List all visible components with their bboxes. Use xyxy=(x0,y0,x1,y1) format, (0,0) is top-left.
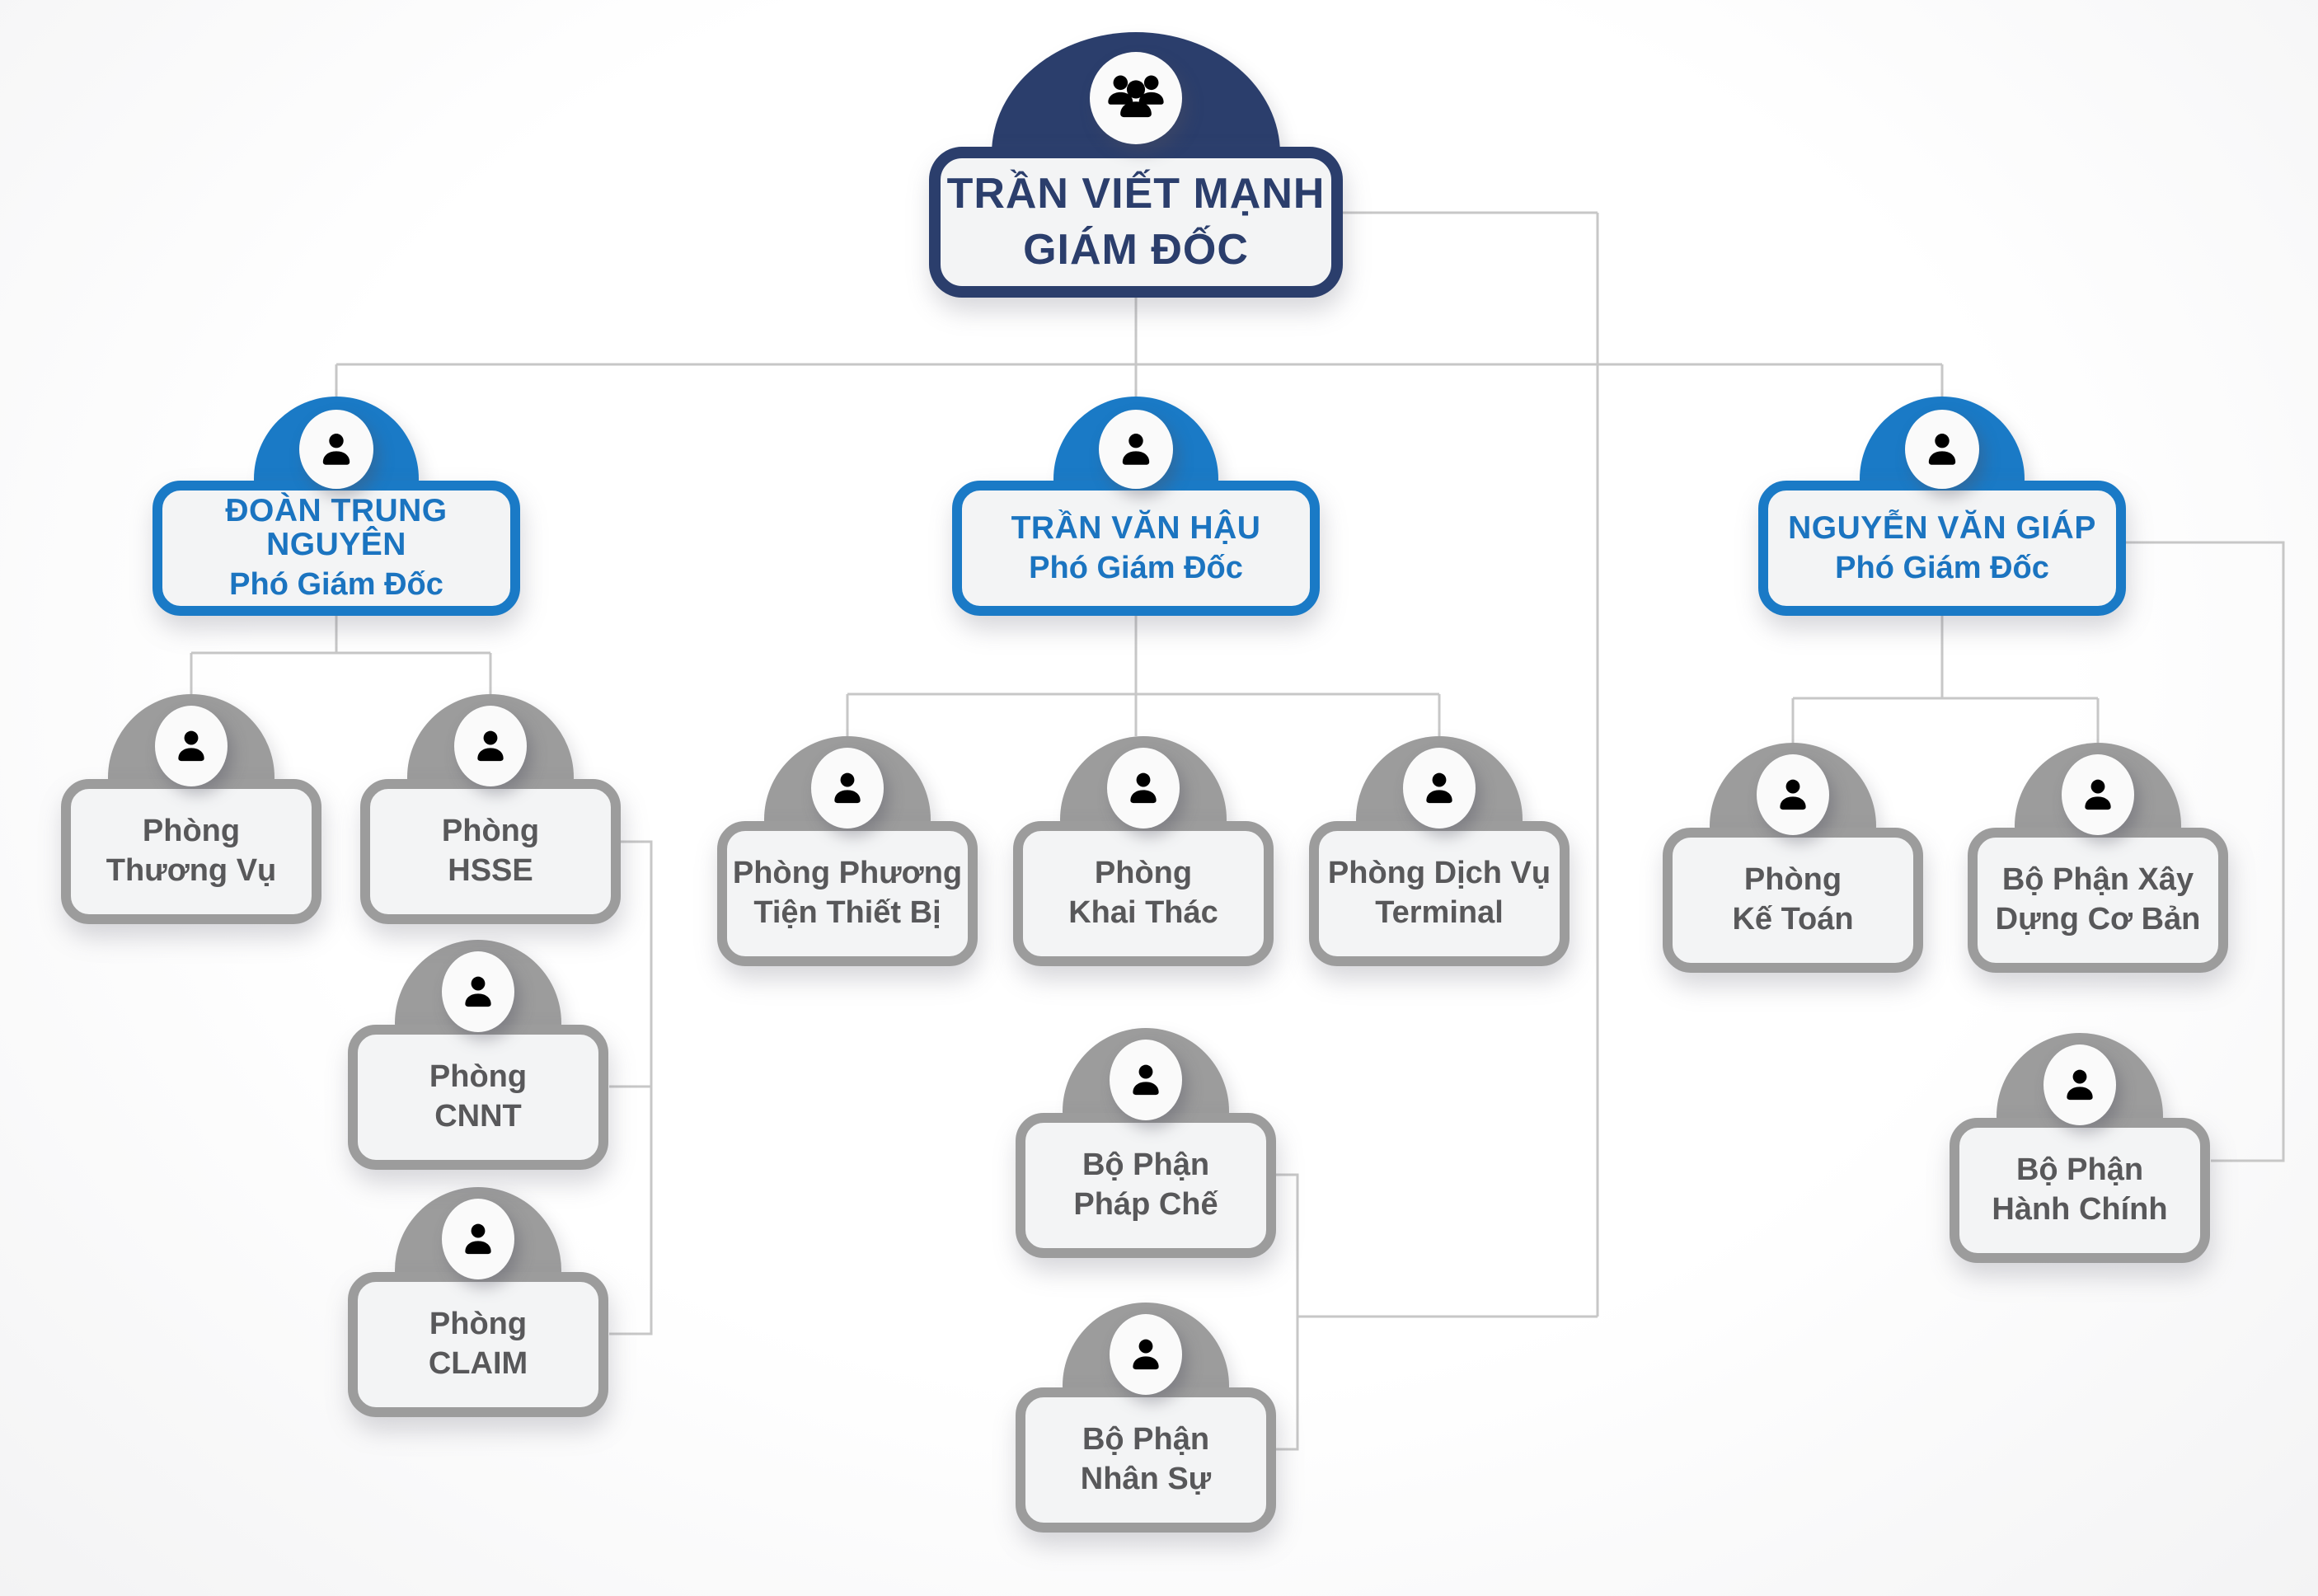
avatar xyxy=(1905,410,1979,489)
deputy-name: ĐOÀN TRUNG NGUYÊN xyxy=(225,493,448,563)
node-box: Bộ Phận Nhân Sự xyxy=(1016,1387,1276,1533)
node-line1: Phòng xyxy=(441,814,540,849)
node-line2: Dựng Cơ Bản xyxy=(1995,902,2201,936)
deputy-title: Phó Giám Đốc xyxy=(229,566,443,602)
node-line1: Phòng Dịch Vụ xyxy=(1327,856,1551,891)
node-box: Phòng HSSE xyxy=(360,779,621,924)
person-icon xyxy=(178,730,204,762)
avatar xyxy=(1757,754,1829,835)
node-box: TRẦN VĂN HẬU Phó Giám Đốc xyxy=(952,481,1320,616)
avatar xyxy=(299,410,373,489)
node-line1: Bộ Phận xyxy=(2015,1152,2144,1188)
node-box: Phòng Thương Vụ xyxy=(61,779,321,924)
person-icon xyxy=(834,772,861,804)
node-box: ĐOÀN TRUNG NGUYÊN Phó Giám Đốc xyxy=(152,481,520,616)
avatar xyxy=(442,951,514,1032)
node-line1: Bộ Phận xyxy=(1082,1422,1210,1458)
deputy-name: NGUYỄN VĂN GIÁP xyxy=(1788,509,2096,546)
person-icon xyxy=(465,976,491,1007)
director-name: TRẦN VIẾT MẠNH xyxy=(946,170,1326,218)
person-icon xyxy=(1426,772,1452,804)
node-box: Phòng Khai Thác xyxy=(1013,821,1274,966)
avatar xyxy=(1110,1314,1182,1395)
avatar xyxy=(442,1199,514,1279)
avatar xyxy=(155,706,228,786)
avatar xyxy=(811,748,884,829)
connector xyxy=(2126,541,2285,1162)
avatar xyxy=(2044,1044,2116,1125)
node-line1: Phòng xyxy=(1743,862,1842,898)
node-line2: Pháp Chế xyxy=(1073,1187,1218,1222)
person-icon xyxy=(2067,1069,2093,1101)
person-icon xyxy=(322,434,350,465)
node-line1: Phòng Phương xyxy=(732,856,963,891)
node-line2: Kế Toán xyxy=(1732,902,1854,936)
node-line2: Tiện Thiết Bị xyxy=(753,895,941,930)
avatar xyxy=(1110,1040,1182,1120)
node-line1: Phòng xyxy=(142,814,241,849)
person-icon xyxy=(477,730,504,762)
node-line2: CNNT xyxy=(434,1099,522,1134)
node-line2: Hành Chính xyxy=(1992,1192,2168,1227)
node-line2: Khai Thác xyxy=(1068,895,1218,930)
node-box: Bộ Phận Xây Dựng Cơ Bản xyxy=(1968,828,2228,973)
person-icon xyxy=(1133,1339,1159,1370)
node-line2: HSSE xyxy=(448,853,533,888)
node-line1: Phòng xyxy=(429,1307,528,1342)
deputy-title: Phó Giám Đốc xyxy=(1835,550,2049,585)
deputy-name: TRẦN VĂN HẬU xyxy=(1011,509,1261,546)
node-line2: Nhân Sự xyxy=(1080,1462,1212,1496)
group-icon xyxy=(1108,75,1164,118)
person-icon xyxy=(465,1223,491,1255)
person-icon xyxy=(1780,779,1806,810)
person-icon xyxy=(1122,434,1150,465)
node-line2: Terminal xyxy=(1375,895,1504,930)
node-box: Phòng Phương Tiện Thiết Bị xyxy=(717,821,978,966)
node-box: NGUYỄN VĂN GIÁP Phó Giám Đốc xyxy=(1758,481,2126,616)
person-icon xyxy=(1133,1064,1159,1096)
node-box: Phòng CLAIM xyxy=(348,1272,608,1417)
node-box: Bộ Phận Hành Chính xyxy=(1950,1118,2210,1263)
node-line1: Bộ Phận Xây xyxy=(2001,862,2194,898)
node-line2: CLAIM xyxy=(428,1346,528,1381)
node-box: Phòng Kế Toán xyxy=(1663,828,1923,973)
node-box: Phòng Dịch Vụ Terminal xyxy=(1309,821,1570,966)
avatar xyxy=(1099,410,1173,489)
avatar xyxy=(454,706,527,786)
node-box: TRẦN VIẾT MẠNH GIÁM ĐỐC xyxy=(929,147,1343,298)
node-line1: Phòng xyxy=(429,1059,528,1095)
avatar xyxy=(2062,754,2134,835)
connector xyxy=(1275,1173,1299,1451)
avatar xyxy=(1107,748,1180,829)
director-title: GIÁM ĐỐC xyxy=(1023,225,1249,274)
person-icon xyxy=(2085,779,2111,810)
person-icon xyxy=(1928,434,1956,465)
person-icon xyxy=(1130,772,1157,804)
node-box: Phòng CNNT xyxy=(348,1025,608,1170)
node-line2: Thương Vụ xyxy=(106,853,277,888)
node-line1: Phòng xyxy=(1094,856,1193,891)
node-box: Bộ Phận Pháp Chế xyxy=(1016,1113,1276,1258)
avatar xyxy=(1403,748,1476,829)
avatar xyxy=(1090,52,1182,144)
node-line1: Bộ Phận xyxy=(1082,1148,1210,1183)
deputy-title: Phó Giám Đốc xyxy=(1029,550,1243,585)
